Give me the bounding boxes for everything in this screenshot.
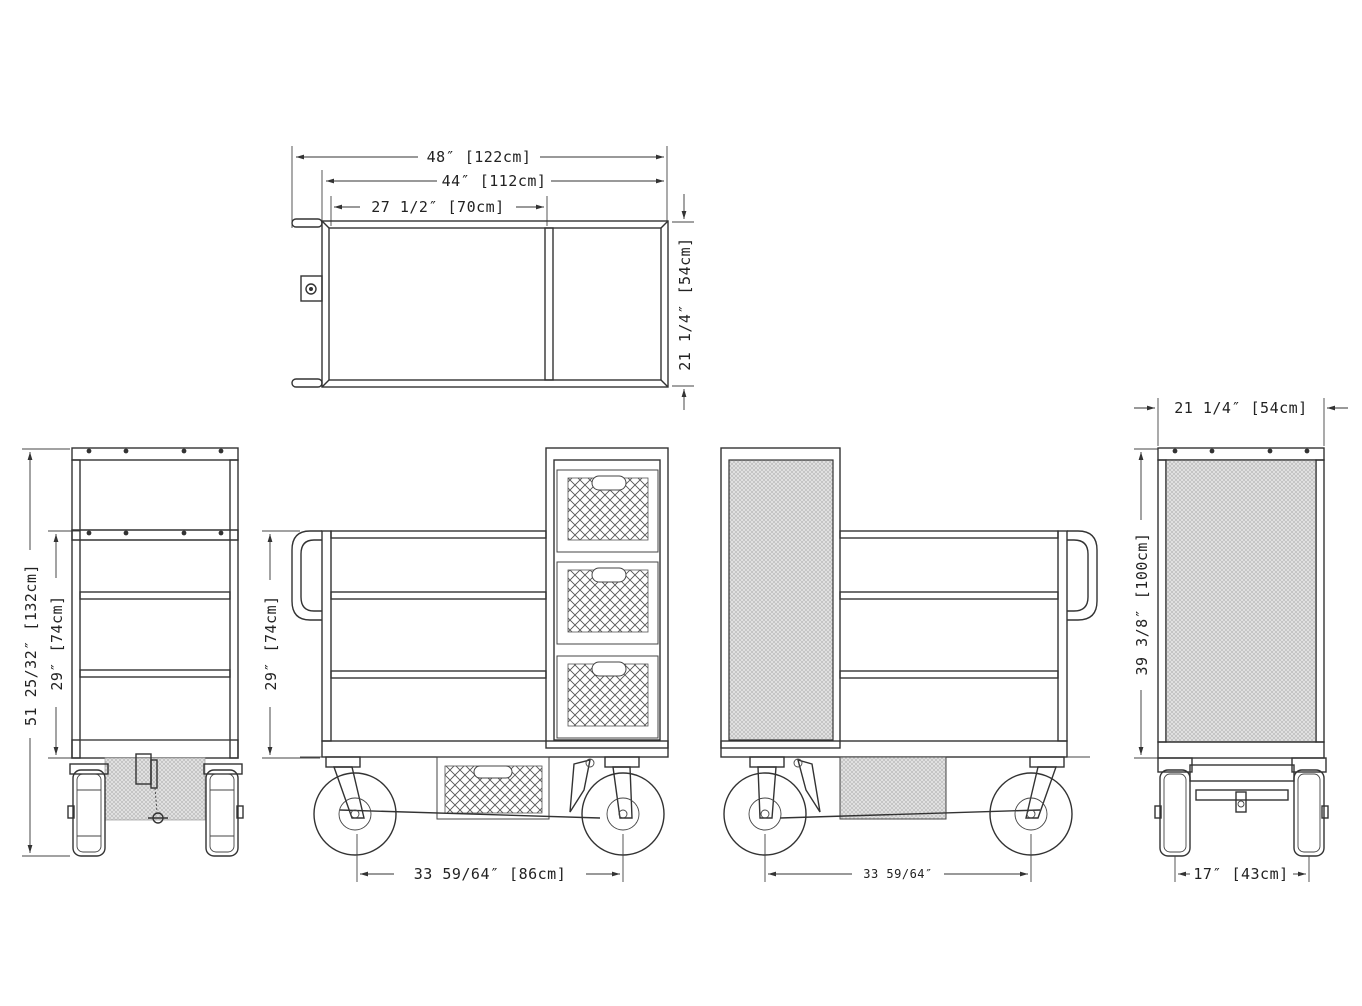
dim-overall-height: 51 25/32″ [132cm] — [22, 452, 40, 853]
dim-end-height: 39 3/8″ [100cm] — [1133, 452, 1151, 755]
end-view-left: 51 25/32″ [132cm] 29″ [74cm] — [22, 447, 244, 857]
deck-length-label: 44″ [112cm] — [442, 172, 547, 190]
wheel-track-label: 17″ [43cm] — [1193, 865, 1288, 883]
end-right-wheel-left — [1154, 757, 1193, 857]
dim-end-width: 21 1/4″ [54cm] — [1134, 399, 1348, 417]
crate-top — [556, 469, 659, 553]
side-view-right: 33 59/64″ — [720, 447, 1098, 882]
shelf-height-left-label: 29″ [74cm] — [48, 595, 66, 690]
width-label: 21 1/4″ [54cm] — [676, 237, 694, 370]
shelf-height-side-label: 29″ [74cm] — [262, 595, 280, 690]
end-width-label: 21 1/4″ [54cm] — [1174, 399, 1307, 417]
section-length-label: 27 1/2″ [70cm] — [371, 198, 504, 216]
crate-middle — [556, 561, 659, 645]
dim-section-length: 27 1/2″ [70cm] — [334, 198, 544, 216]
dim-wheel-track: 17″ [43cm] — [1178, 865, 1306, 883]
wheelbase-left-label: 33 59/64″ [86cm] — [414, 865, 567, 883]
end-left-wheel-left — [67, 763, 109, 857]
wheelbase-right-label: 33 59/64″ — [863, 867, 933, 881]
dim-width: 21 1/4″ [54cm] — [676, 194, 694, 410]
end-view-right: 21 1/4″ [54cm] 39 3/8″ [100cm] — [1133, 398, 1348, 883]
dim-shelf-height-side: 29″ [74cm] — [262, 534, 280, 755]
dim-shelf-height-left: 29″ [74cm] — [48, 534, 66, 755]
end-left-wheel-right — [203, 763, 244, 857]
end-height-label: 39 3/8″ [100cm] — [1133, 533, 1151, 676]
end-right-wheel-right — [1291, 757, 1329, 857]
side-view-left: 29″ [74cm] — [262, 447, 669, 883]
side-left-caster-rear — [569, 756, 665, 856]
overall-length-label: 48″ [122cm] — [427, 148, 532, 166]
dim-deck-length: 44″ [112cm] — [326, 172, 664, 190]
dim-overall-length: 48″ [122cm] — [296, 148, 664, 166]
dim-wheelbase-left: 33 59/64″ [86cm] — [360, 865, 620, 883]
crate-bottom — [556, 655, 659, 739]
dim-wheelbase-right: 33 59/64″ — [768, 867, 1028, 881]
overall-height-label: 51 25/32″ [132cm] — [22, 564, 40, 726]
top-view: 48″ [122cm] 44″ [112cm] 27 1/2″ [70cm] 2… — [291, 146, 694, 410]
side-right-caster-front — [723, 756, 821, 856]
side-left-caster-front — [313, 756, 397, 856]
